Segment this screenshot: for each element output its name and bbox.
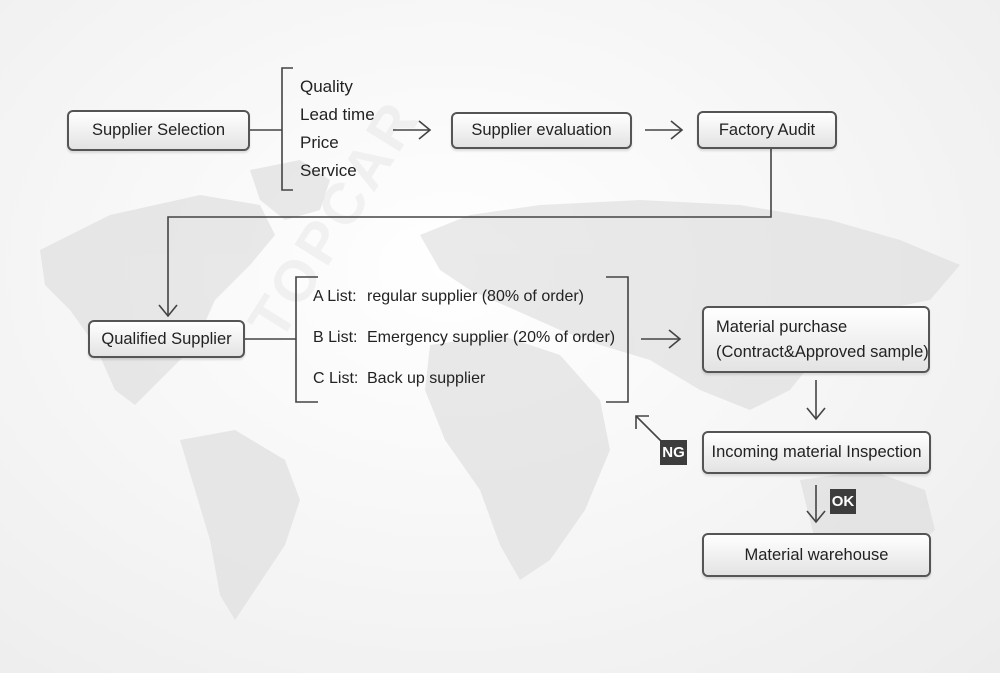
list-tag: B List: xyxy=(313,329,358,346)
list-bracket-right xyxy=(606,276,629,403)
material-warehouse-node: Material warehouse xyxy=(702,533,931,577)
qualified-supplier-node: Qualified Supplier xyxy=(88,320,245,358)
arrowhead-purchase xyxy=(668,329,682,349)
criteria-bracket xyxy=(281,67,293,191)
criterion-quality: Quality xyxy=(300,77,353,96)
list-desc: Emergency supplier (20% of order) xyxy=(367,329,616,346)
factory-audit-node: Factory Audit xyxy=(697,111,837,149)
criterion-lead-time: Lead time xyxy=(300,105,375,124)
material-purchase-line-1: Material purchase xyxy=(716,317,848,336)
arrowhead-audit xyxy=(670,120,684,140)
audit-to-qualified-line xyxy=(167,149,772,316)
ng-arrow xyxy=(635,415,662,442)
arrowhead-ng xyxy=(635,415,649,429)
arrowhead-qualified xyxy=(158,304,178,318)
criterion-service: Service xyxy=(300,161,357,180)
arrowhead-evaluation xyxy=(418,120,432,140)
supplier-list-b: B List: Emergency supplier (20% of order) xyxy=(313,329,615,347)
arrowhead-warehouse xyxy=(806,510,826,524)
material-purchase-node: Material purchase (Contract&Approved sam… xyxy=(702,306,930,373)
list-bracket-left xyxy=(295,276,318,403)
supplier-list-a: A List: regular supplier (80% of order) xyxy=(313,288,584,306)
list-tag: A List: xyxy=(313,288,357,305)
material-purchase-line-2: (Contract&Approved sample) xyxy=(716,342,929,361)
list-desc: Back up supplier xyxy=(367,370,486,387)
incoming-inspection-node: Incoming material Inspection xyxy=(702,431,931,474)
ok-badge: OK xyxy=(830,489,856,514)
arrowhead-inspection xyxy=(806,407,826,421)
supplier-selection-node: Supplier Selection xyxy=(67,110,250,151)
supplier-list-c: C List: Back up supplier xyxy=(313,370,485,388)
criterion-price: Price xyxy=(300,133,339,152)
list-tag: C List: xyxy=(313,370,359,387)
supplier-evaluation-node: Supplier evaluation xyxy=(451,112,632,149)
ng-badge: NG xyxy=(660,440,687,465)
list-desc: regular supplier (80% of order) xyxy=(367,288,584,305)
